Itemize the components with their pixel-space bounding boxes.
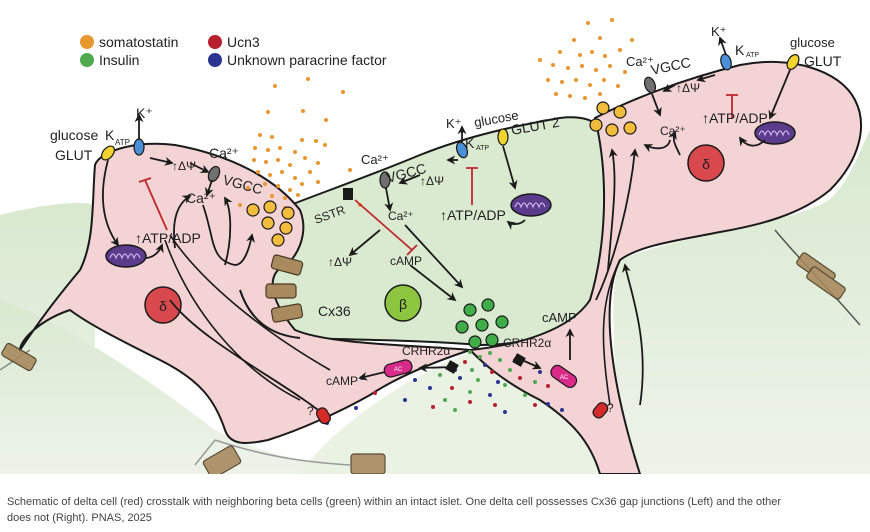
svg-text:K⁺: K⁺ [136,105,153,121]
mitochondrion-icon [105,244,147,268]
svg-text:GLUT: GLUT [55,147,93,163]
svg-text:ATP: ATP [746,52,759,59]
adenylyl-cyclase-icon: AC [550,364,578,389]
svg-text:Ca²⁺: Ca²⁺ [209,145,239,161]
glut-transporter-icon [100,145,116,161]
left-delta-cell [18,142,471,444]
svg-text:glucose: glucose [50,127,98,143]
insulin-granules [455,298,509,349]
figure-caption: Schematic of delta cell (red) crosstalk … [7,494,867,526]
ucn3-swatch-icon [208,35,222,49]
unknown-factor-swatch-icon [208,53,222,67]
legend: somatostatin Ucn3 Insulin Unknown paracr… [80,33,387,69]
legend-item: somatostatin [80,34,208,50]
membrane-line [602,259,621,406]
katp-channel-icon [455,141,469,159]
left-delta-labels: glucose GLUT K ATP K⁺ ↑ΔΨ Ca²⁺ VGCC Ca²⁺… [50,105,358,418]
mitochondrion-icon [510,193,552,217]
svg-text:K: K [735,42,745,58]
svg-text:β: β [399,296,407,312]
legend-item: Ucn3 [208,34,260,50]
legend-item: Unknown paracrine factor [208,52,387,68]
katp-channel-icon [720,53,732,71]
unknown-receptor-icon [592,402,609,419]
svg-text:K: K [105,127,115,143]
svg-text:?: ? [607,401,614,415]
vgcc-channel-icon [379,171,391,189]
svg-text:K⁺: K⁺ [711,24,727,39]
mitochondrion-icon [754,121,796,145]
svg-text:ATP: ATP [115,138,130,147]
glut-transporter-icon [786,54,800,70]
katp-channel-icon [133,138,145,156]
crhr2a-receptor-icon [512,353,526,367]
tissue-membrane-line [194,439,351,466]
legend-label: Unknown paracrine factor [227,52,387,68]
svg-text:ATP: ATP [476,145,489,152]
somatostatin-release-right [538,18,634,100]
inhibition-lines [138,94,738,256]
svg-text:↑ATP/ADP: ↑ATP/ADP [440,207,506,223]
right-delta-nucleus: δ [687,144,725,182]
somatostatin-granules-left [246,200,295,247]
svg-text:δ: δ [702,156,710,172]
signaling-arrows [101,36,791,411]
svg-text:K: K [465,135,475,151]
svg-text:?: ? [307,404,314,418]
svg-text:↑ΔΨ: ↑ΔΨ [328,255,352,269]
sstr-receptor-icon [343,188,353,200]
somatostatin-granules-right [589,101,637,137]
svg-text:cAMP: cAMP [542,310,577,325]
somatostatin-swatch-icon [80,35,94,49]
membrane-line [164,239,301,401]
svg-text:GLUT: GLUT [804,53,842,69]
glut-transporter-icon [497,128,509,146]
left-delta-nucleus: δ [144,286,182,324]
svg-text:cAMP: cAMP [326,374,358,388]
legend-label: Insulin [99,52,140,68]
membrane-line [239,289,301,339]
background-tissue-lower [0,300,420,474]
svg-text:Ca²⁺: Ca²⁺ [660,124,686,138]
cx36-gap-junction-icon [265,254,304,323]
background-tissue-right [613,130,870,474]
svg-text:Cx36: Cx36 [318,303,351,319]
insulin-swatch-icon [80,53,94,67]
svg-text:CRHR2α: CRHR2α [402,344,450,358]
right-delta-labels: K⁺ K ATP glucose GLUT Ca²⁺ VGCC ↑ΔΨ ↑ATP… [542,24,842,415]
svg-text:↑ΔΨ: ↑ΔΨ [420,174,444,188]
svg-text:Ca²⁺: Ca²⁺ [186,190,216,206]
svg-text:K⁺: K⁺ [446,116,462,131]
svg-text:Ca²⁺: Ca²⁺ [361,152,389,167]
caption-line-1: Schematic of delta cell (red) crosstalk … [7,496,782,508]
unknown-receptor-icon [315,407,331,425]
svg-text:↑ATP/ADP: ↑ATP/ADP [135,230,201,246]
legend-item: Insulin [80,52,208,68]
svg-text:AC: AC [560,375,569,381]
svg-text:δ: δ [159,298,167,314]
svg-text:CRHR2α: CRHR2α [503,336,551,350]
svg-text:Ca²⁺: Ca²⁺ [626,54,654,69]
legend-label: Ucn3 [227,34,260,50]
svg-text:AC: AC [394,367,403,373]
legend-label: somatostatin [99,34,179,50]
svg-text:VGCC: VGCC [649,54,692,78]
svg-text:Ca²⁺: Ca²⁺ [388,209,414,223]
svg-text:↑ΔΨ: ↑ΔΨ [172,159,196,173]
vgcc-channel-icon [643,76,657,94]
svg-text:↑ΔΨ: ↑ΔΨ [676,81,700,95]
svg-text:↑ATP/ADP: ↑ATP/ADP [702,110,768,126]
membrane-line [169,234,331,371]
gap-junction-icon [1,252,846,474]
svg-text:cAMP: cAMP [390,254,422,268]
beta-nucleus: β [384,284,422,322]
svg-text:glucose: glucose [790,35,835,50]
islet-schematic: δ β δ AC AC [0,18,870,474]
caption-line-2: does not (Right). PNAS, 2025 [7,512,152,524]
